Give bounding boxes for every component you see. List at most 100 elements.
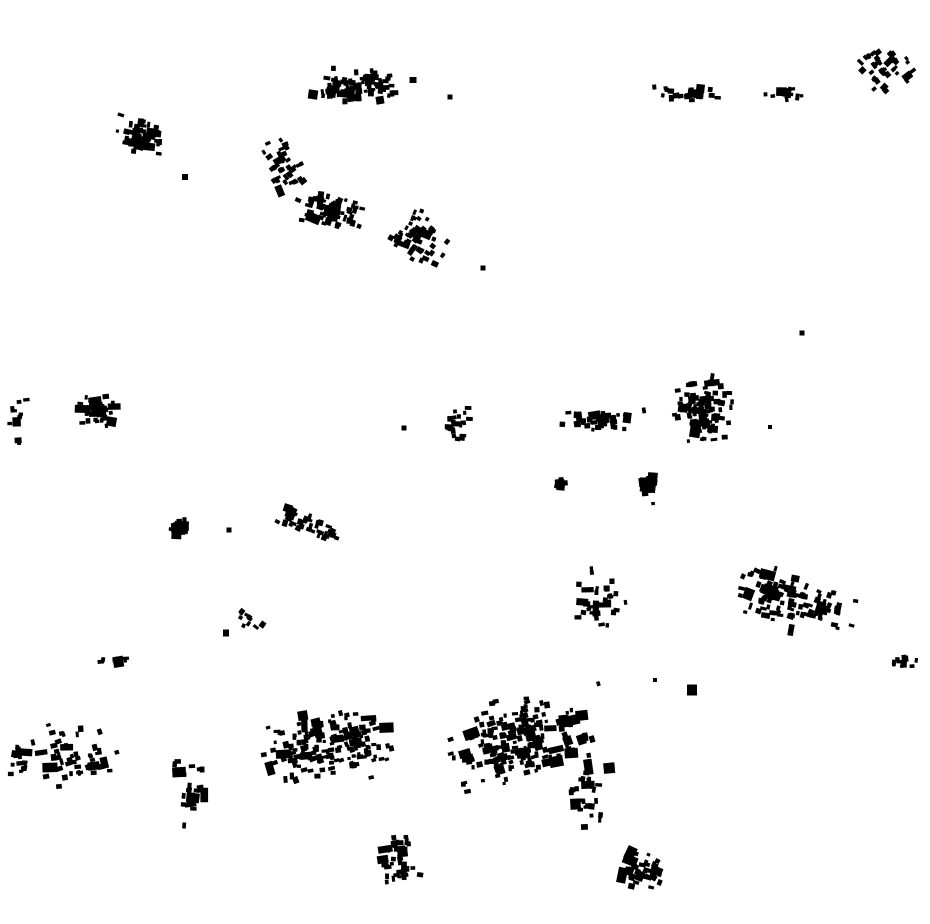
building	[376, 854, 389, 865]
building	[471, 765, 475, 770]
building	[488, 746, 495, 752]
building	[409, 77, 417, 83]
building	[98, 407, 104, 412]
building	[90, 770, 97, 776]
building	[909, 664, 915, 669]
building	[447, 751, 455, 757]
building	[146, 121, 151, 128]
building	[835, 611, 841, 616]
building	[894, 70, 900, 76]
building	[494, 773, 501, 779]
building	[914, 657, 919, 663]
building	[325, 524, 333, 530]
building	[616, 412, 621, 417]
building	[760, 596, 768, 602]
building	[550, 757, 556, 763]
building	[155, 151, 162, 156]
building	[91, 743, 99, 752]
building	[258, 620, 267, 629]
building	[588, 735, 596, 744]
building	[909, 67, 917, 75]
building	[404, 238, 412, 247]
building	[136, 127, 144, 133]
building	[641, 407, 647, 414]
building	[282, 503, 294, 514]
building	[443, 238, 451, 246]
building	[181, 771, 186, 776]
building	[721, 434, 728, 440]
building	[371, 742, 377, 747]
building	[237, 615, 244, 621]
building	[334, 223, 341, 230]
building	[787, 602, 793, 610]
building	[795, 610, 800, 616]
building	[350, 203, 356, 209]
building	[534, 751, 539, 758]
building	[7, 421, 13, 426]
building	[89, 757, 96, 763]
building	[187, 782, 192, 790]
building	[688, 98, 695, 103]
building	[484, 749, 490, 754]
building	[447, 94, 453, 100]
building	[710, 379, 715, 387]
building	[387, 234, 395, 242]
building	[349, 219, 356, 227]
building	[488, 758, 496, 765]
building	[622, 426, 627, 432]
building	[559, 421, 566, 428]
building	[353, 69, 359, 76]
building	[23, 397, 30, 402]
building	[573, 411, 579, 418]
building	[519, 710, 524, 717]
building	[524, 762, 532, 769]
building	[429, 227, 437, 234]
building	[409, 256, 416, 262]
building	[122, 656, 130, 661]
building	[496, 751, 505, 758]
building	[439, 252, 446, 259]
building	[503, 776, 509, 783]
building	[703, 390, 710, 395]
building	[424, 249, 431, 257]
building	[319, 767, 326, 773]
building	[858, 66, 867, 75]
building	[402, 846, 408, 853]
building	[677, 403, 689, 413]
building	[383, 863, 390, 870]
building	[826, 591, 833, 599]
building	[766, 604, 771, 610]
building	[53, 748, 60, 755]
building	[294, 197, 302, 204]
building	[802, 602, 809, 609]
building	[710, 425, 716, 430]
building	[327, 82, 332, 90]
building	[321, 754, 329, 760]
building	[514, 717, 522, 723]
building	[419, 248, 425, 254]
building	[289, 513, 295, 521]
building	[281, 519, 289, 528]
building	[544, 719, 549, 724]
building	[695, 94, 703, 100]
building	[768, 425, 772, 429]
building	[905, 59, 911, 65]
building	[764, 612, 771, 619]
building	[737, 585, 746, 591]
building	[465, 756, 476, 764]
building	[391, 834, 397, 841]
building	[609, 414, 616, 430]
building	[883, 54, 897, 68]
building	[790, 581, 795, 586]
building	[137, 138, 145, 144]
building	[622, 413, 631, 418]
building	[75, 770, 84, 775]
building	[545, 760, 551, 765]
building	[862, 54, 869, 61]
building	[74, 764, 82, 770]
building	[18, 412, 24, 416]
building	[274, 184, 286, 198]
building	[690, 393, 695, 398]
building	[48, 729, 56, 736]
